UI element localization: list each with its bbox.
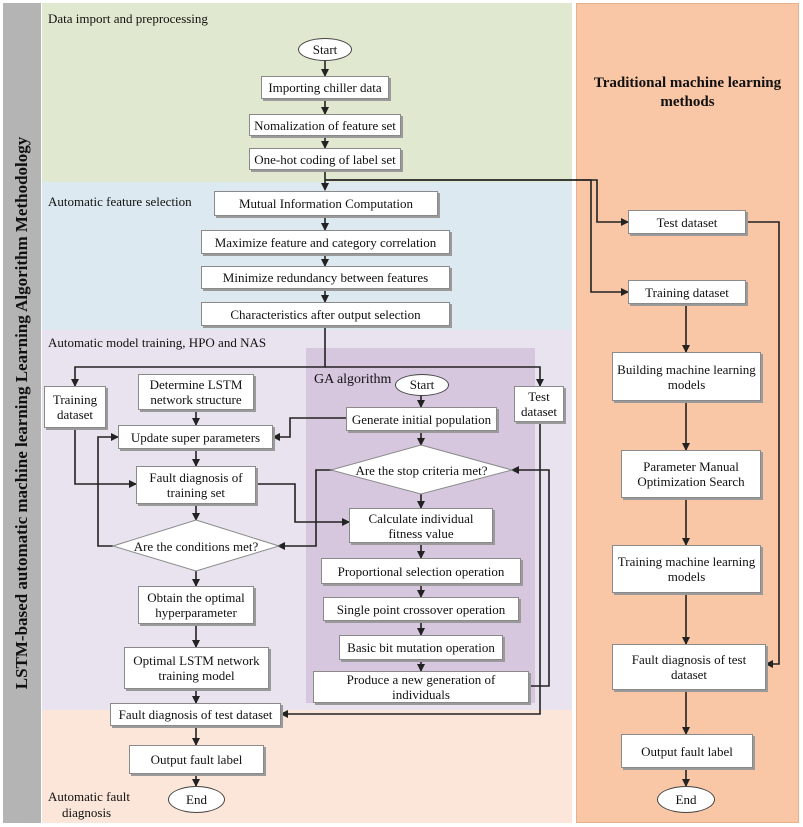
trad-output-fault-label-box: Output fault label [621, 734, 753, 768]
crossover-box: Single point crossover operation [323, 597, 519, 621]
optimal-lstm-line1: Optimal LSTM network [133, 653, 260, 668]
feature-section-label: Automatic feature selection [48, 194, 192, 209]
trad-fault-diagnosis-box: Fault diagnosis of test dataset [612, 644, 766, 690]
trad-building-line2: models [667, 376, 706, 392]
mutual-information-box: Mutual Information Computation [214, 191, 438, 216]
training-section-label: Automatic model training, HPO and NAS [48, 335, 267, 350]
produce-generation-line2: individuals [392, 687, 450, 702]
determine-lstm-line1: Determine LSTM [149, 377, 243, 392]
test-dataset-box: Test dataset [514, 386, 564, 422]
ga-section-label: GA algorithm [314, 372, 392, 387]
obtain-optimal-line1: Obtain the optimal [147, 590, 245, 605]
maximize-correlation-box: Maximize feature and category correlatio… [201, 230, 450, 254]
ga-start-terminal: Start [395, 374, 449, 396]
training-dataset-box: Training dataset [44, 386, 106, 428]
traditional-title-line2: methods [660, 94, 715, 110]
importing-chiller-data-box: Importing chiller data [261, 76, 389, 99]
calculate-fitness-line2: fitness value [388, 525, 454, 541]
fault-section-label-line2: diagnosis [62, 805, 112, 820]
import-section-label: Data import and preprocessing [48, 11, 208, 26]
start-terminal: Start [298, 38, 352, 61]
normalization-box: Nomalization of feature set [249, 114, 401, 136]
proportional-selection-box: Proportional selection operation [321, 558, 521, 584]
fault-diagnosis-test-box: Fault diagnosis of test dataset [110, 703, 281, 726]
determine-lstm-line2: network structure [150, 392, 242, 407]
optimal-lstm-line2: training model [158, 668, 235, 683]
trad-building-line1: Building machine learning [617, 361, 756, 377]
trad-parameter-search-box: Parameter Manual Optimization Search [621, 450, 761, 498]
trad-training-models-box: Training machine learning models [612, 545, 761, 593]
trad-fault-line2: dataset [670, 667, 708, 682]
minimize-redundancy-box: Minimize redundancy between features [201, 266, 450, 289]
optimal-lstm-box: Optimal LSTM network training model [124, 647, 269, 689]
trad-parameter-line1: Parameter Manual [643, 459, 739, 474]
characteristics-box: Characteristics after output selection [201, 302, 450, 326]
stop-criteria-diamond [329, 444, 514, 495]
output-fault-label-box: Output fault label [129, 745, 264, 774]
test-dataset-line1: Test [528, 389, 550, 404]
sidebar [3, 3, 41, 823]
produce-generation-box: Produce a new generation of individuals [313, 671, 529, 703]
conditions-label: Are the conditions met? [133, 538, 259, 554]
stop-criteria-label: Are the stop criteria met? [355, 462, 488, 478]
training-dataset-line2: dataset [56, 407, 94, 422]
obtain-optimal-line2: hyperparameter [155, 605, 237, 620]
test-dataset-line2: dataset [520, 404, 558, 419]
fault-training-line1: Fault diagnosis of [149, 470, 243, 485]
calculate-fitness-box: Calculate individual fitness value [349, 508, 493, 543]
trad-end-terminal: End [657, 786, 715, 813]
trad-test-dataset-box: Test dataset [628, 210, 746, 234]
generate-population-box: Generate initial population [346, 407, 497, 431]
trad-fault-line1: Fault diagnosis of test [631, 652, 747, 667]
determine-lstm-box: Determine LSTM network structure [138, 374, 254, 410]
mutation-box: Basic bit mutation operation [339, 635, 503, 660]
fault-training-line2: training set [166, 485, 226, 500]
update-super-parameters-box: Update super parameters [118, 425, 273, 449]
fault-section-label-line1: Automatic fault [48, 789, 130, 804]
trad-training-line1: Training machine learning [617, 554, 756, 569]
trad-training-dataset-box: Training dataset [628, 280, 746, 304]
produce-generation-line1: Produce a new generation of [346, 672, 496, 687]
end-terminal: End [168, 786, 225, 813]
training-dataset-line1: Training [52, 392, 98, 407]
trad-training-line2: models [667, 569, 706, 584]
trad-building-models-box: Building machine learning models [612, 352, 761, 401]
fault-diagnosis-training-box: Fault diagnosis of training set [136, 466, 256, 504]
one-hot-coding-box: One-hot coding of label set [249, 148, 401, 170]
obtain-optimal-box: Obtain the optimal hyperparameter [138, 586, 254, 624]
conditions-diamond [111, 519, 281, 572]
calculate-fitness-line1: Calculate individual [368, 510, 474, 526]
traditional-title-line1: Traditional machine learning [593, 75, 782, 91]
trad-parameter-line2: Optimization Search [637, 474, 745, 489]
